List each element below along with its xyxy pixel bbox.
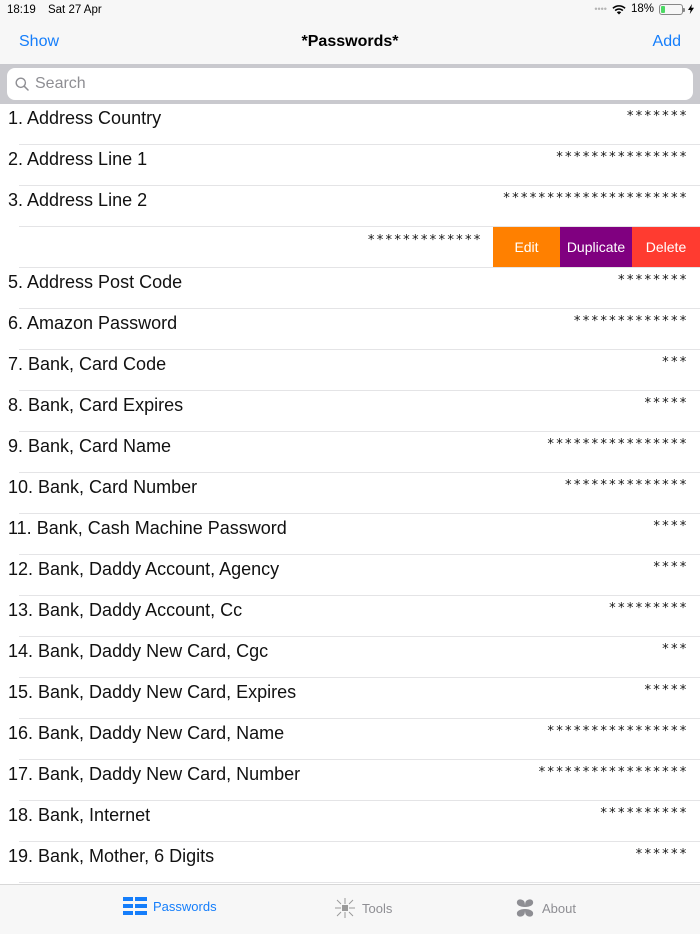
swipe-actions: Edit Duplicate Delete: [493, 227, 700, 267]
show-button[interactable]: Show: [19, 33, 60, 50]
list-item[interactable]: 17. Bank, Daddy New Card, Number *******…: [0, 760, 700, 801]
entry-name: 5. Address Post Code: [8, 272, 183, 292]
list-item[interactable]: 8. Bank, Card Expires *****: [0, 391, 700, 432]
list-item-swiped[interactable]: ************* Edit Duplicate Delete: [0, 227, 700, 268]
entry-masked-value: *****: [643, 683, 688, 698]
entry-masked-value: ******: [635, 847, 688, 862]
clover-icon: [516, 899, 534, 917]
tab-label: About: [542, 900, 576, 916]
entry-name: 16. Bank, Daddy New Card, Name: [8, 723, 285, 743]
entry-name: 14. Bank, Daddy New Card, Cgc: [8, 641, 269, 661]
signal-dots-icon: ••••: [594, 4, 607, 14]
list-item[interactable]: 2. Address Line 1 ***************: [0, 145, 700, 186]
add-button[interactable]: Add: [652, 33, 681, 50]
tab-bar: Passwords Tools About: [0, 884, 700, 934]
list-item[interactable]: 14. Bank, Daddy New Card, Cgc ***: [0, 637, 700, 678]
list-item[interactable]: 11. Bank, Cash Machine Password ****: [0, 514, 700, 555]
list-item[interactable]: 5. Address Post Code ********: [0, 268, 700, 309]
list-item[interactable]: 19. Bank, Mother, 6 Digits ******: [0, 842, 700, 883]
status-date: Sat 27 Apr: [47, 4, 102, 16]
password-list: 1. Address Country ******* 2. Address Li…: [0, 104, 700, 883]
entry-name: 6. Amazon Password: [8, 313, 178, 333]
entry-masked-value: ****************: [546, 437, 688, 452]
search-bar: [0, 64, 700, 104]
entry-masked-value: *****************: [537, 765, 688, 780]
search-icon: [15, 77, 29, 91]
entry-masked-value: **********: [599, 806, 688, 821]
list-item[interactable]: 10. Bank, Card Number **************: [0, 473, 700, 514]
search-field-container[interactable]: [7, 68, 693, 100]
tab-label: Tools: [362, 900, 393, 916]
tab-label: Passwords: [153, 898, 217, 914]
entry-name: 2. Address Line 1: [8, 149, 148, 169]
entry-masked-value: *********: [608, 601, 688, 616]
tools-arrows-icon: [335, 898, 355, 918]
navigation-bar: Show *Passwords* Add: [0, 22, 700, 64]
entry-name: 10. Bank, Card Number: [8, 477, 198, 497]
entry-name: 18. Bank, Internet: [8, 805, 151, 825]
entry-masked-value: ****************: [546, 724, 688, 739]
entry-name: 1. Address Country: [8, 108, 162, 128]
entry-masked-value: *******: [626, 109, 688, 124]
list-grid-icon: [123, 897, 147, 915]
entry-name: 9. Bank, Card Name: [8, 436, 172, 456]
duplicate-button[interactable]: Duplicate: [560, 227, 632, 267]
entry-name: 17. Bank, Daddy New Card, Number: [8, 764, 301, 784]
delete-button[interactable]: Delete: [632, 227, 700, 267]
list-item[interactable]: 13. Bank, Daddy Account, Cc *********: [0, 596, 700, 637]
entry-masked-value: *****: [643, 396, 688, 411]
entry-masked-value: ***************: [555, 150, 688, 165]
list-item[interactable]: 9. Bank, Card Name ****************: [0, 432, 700, 473]
battery-icon: [659, 3, 685, 15]
status-bar: 18:19 Sat 27 Apr •••• 18%: [0, 0, 700, 22]
status-time: 18:19: [7, 4, 36, 16]
battery-percent: 18%: [630, 3, 654, 15]
list-item[interactable]: 15. Bank, Daddy New Card, Expires *****: [0, 678, 700, 719]
list-item[interactable]: 6. Amazon Password *************: [0, 309, 700, 350]
tab-about[interactable]: About: [514, 897, 576, 919]
list-item[interactable]: 18. Bank, Internet **********: [0, 801, 700, 842]
list-item[interactable]: 16. Bank, Daddy New Card, Name *********…: [0, 719, 700, 760]
tab-tools[interactable]: Tools: [334, 897, 392, 919]
entry-name: 7. Bank, Card Code: [8, 354, 167, 374]
list-item[interactable]: 12. Bank, Daddy Account, Agency ****: [0, 555, 700, 596]
entry-name: 15. Bank, Daddy New Card, Expires: [8, 682, 297, 702]
charging-bolt-icon: [688, 4, 694, 14]
entry-masked-value: ***: [661, 355, 688, 370]
entry-name: 19. Bank, Mother, 6 Digits: [8, 846, 215, 866]
entry-masked-value: ****: [652, 519, 688, 534]
page-title: *Passwords*: [301, 33, 399, 50]
list-item[interactable]: 3. Address Line 2 *********************: [0, 186, 700, 227]
entry-masked-value: *************: [367, 233, 482, 248]
entry-name: 3. Address Line 2: [8, 190, 148, 210]
entry-masked-value: ***: [661, 642, 688, 657]
entry-name: 11. Bank, Cash Machine Password: [8, 518, 287, 538]
entry-masked-value: ********: [617, 273, 688, 288]
list-item[interactable]: 7. Bank, Card Code ***: [0, 350, 700, 391]
edit-button[interactable]: Edit: [493, 227, 560, 267]
list-item[interactable]: 1. Address Country *******: [0, 104, 700, 145]
tab-passwords[interactable]: Passwords: [123, 897, 217, 915]
search-input[interactable]: [35, 75, 635, 93]
wifi-icon: [612, 4, 626, 14]
entry-masked-value: **************: [564, 478, 688, 493]
entry-masked-value: *************: [573, 314, 688, 329]
entry-name: 13. Bank, Daddy Account, Cc: [8, 600, 243, 620]
entry-name: 8. Bank, Card Expires: [8, 395, 184, 415]
entry-name: 12. Bank, Daddy Account, Agency: [8, 559, 280, 579]
entry-masked-value: ****: [652, 560, 688, 575]
entry-masked-value: *********************: [502, 191, 688, 206]
